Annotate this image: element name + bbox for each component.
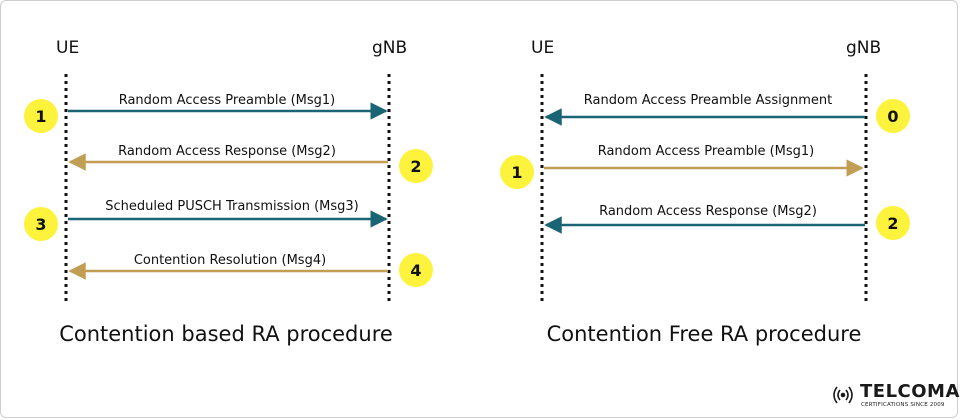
left-msg-1: Random Access Preamble (Msg1) 1 — [24, 93, 388, 133]
right-msg-0: Random Access Preamble Assignment 0 — [544, 93, 910, 133]
right-msg-1-label: Random Access Preamble (Msg1) — [598, 144, 815, 159]
right-step-badge-2 — [876, 206, 910, 240]
right-diagram-title: Contention Free RA procedure — [547, 322, 862, 346]
logo-name: TELCOMA — [860, 381, 960, 402]
telcoma-logo: TELCOMA CERTIFICATIONS SINCE 2009 — [828, 380, 959, 414]
left-msg-4: Contention Resolution (Msg4) 4 — [68, 253, 433, 287]
left-msg-1-label: Random Access Preamble (Msg1) — [119, 93, 336, 108]
left-msg-3-label: Scheduled PUSCH Transmission (Msg3) — [105, 199, 358, 214]
left-step-badge-1-number: 1 — [35, 107, 46, 126]
left-gnb-label: gNB — [372, 38, 407, 58]
right-step-badge-2-number: 2 — [887, 214, 898, 233]
right-ue-label: UE — [531, 38, 554, 58]
left-msg-4-label: Contention Resolution (Msg4) — [134, 253, 326, 268]
left-msg-2: Random Access Response (Msg2) 2 — [68, 144, 433, 183]
right-diagram: UE gNB Random Access Preamble Assignment… — [500, 38, 910, 346]
left-step-badge-4 — [399, 253, 433, 287]
left-diagram: UE gNB Random Access Preamble (Msg1) 1 R… — [24, 38, 433, 346]
right-step-badge-1 — [500, 155, 534, 189]
right-gnb-label: gNB — [846, 38, 881, 58]
right-step-badge-1-number: 1 — [511, 163, 522, 182]
right-msg-2: Random Access Response (Msg2) 2 — [544, 204, 910, 240]
left-step-badge-2-number: 2 — [410, 157, 421, 176]
left-step-badge-4-number: 4 — [410, 261, 421, 280]
right-msg-0-label: Random Access Preamble Assignment — [584, 93, 832, 108]
right-msg-1: Random Access Preamble (Msg1) 1 — [500, 144, 864, 189]
left-ue-label: UE — [56, 38, 79, 58]
signal-waves-icon — [833, 386, 853, 404]
right-step-badge-0 — [876, 99, 910, 133]
left-step-badge-3-number: 3 — [35, 215, 46, 234]
left-step-badge-1 — [24, 99, 58, 133]
left-msg-2-label: Random Access Response (Msg2) — [118, 144, 336, 159]
left-diagram-title: Contention based RA procedure — [59, 322, 393, 346]
right-step-badge-0-number: 0 — [887, 107, 898, 126]
left-step-badge-2 — [399, 149, 433, 183]
logo-tagline: CERTIFICATIONS SINCE 2009 — [861, 402, 945, 408]
left-msg-3: Scheduled PUSCH Transmission (Msg3) 3 — [24, 199, 388, 241]
left-step-badge-3 — [24, 207, 58, 241]
right-msg-2-label: Random Access Response (Msg2) — [599, 204, 817, 219]
